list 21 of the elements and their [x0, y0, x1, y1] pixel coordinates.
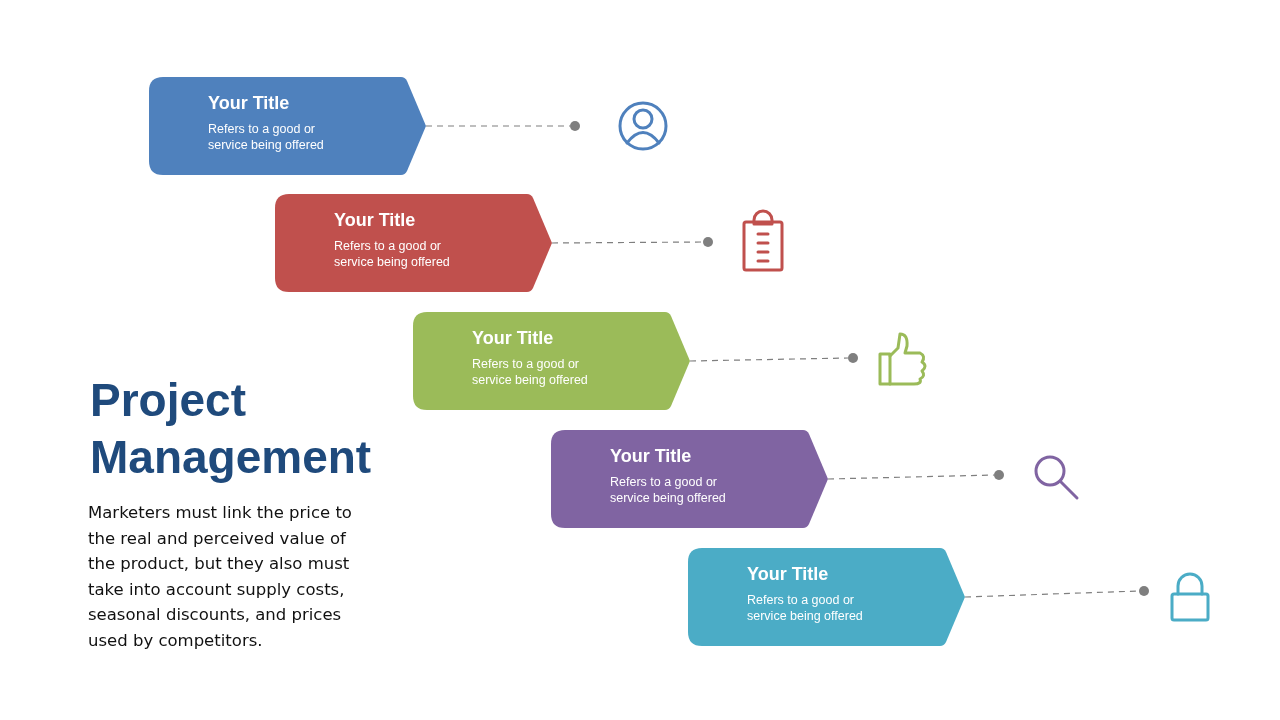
dot-marker — [994, 470, 1004, 480]
banner-description: Refers to a good or service being offered — [610, 474, 727, 506]
connector-line — [827, 474, 995, 480]
banner-title: Your Title — [610, 446, 692, 467]
dot-marker — [848, 353, 858, 363]
banner-description: Refers to a good or service being offered — [472, 356, 589, 388]
banner-description: Refers to a good or service being offered — [208, 121, 325, 153]
dot-marker — [703, 237, 713, 247]
dot-marker — [1139, 586, 1149, 596]
banner-description: Refers to a good or service being offered — [747, 592, 864, 624]
banner-title: Your Title — [334, 210, 416, 231]
slide-title: Project Management — [90, 373, 373, 485]
connector-line — [551, 241, 704, 244]
connector-line — [689, 357, 849, 362]
banner-title: Your Title — [747, 564, 829, 585]
banner-title: Your Title — [208, 93, 290, 114]
connector-line — [425, 125, 571, 127]
banner-title: Your Title — [472, 328, 554, 349]
body-paragraph: Marketers must link the price to the real and perceived value of the product, but they also must take into account supply costs, seasonal discounts, and prices used by competitors. — [88, 502, 353, 652]
banner-description: Refers to a good or service being offered — [334, 238, 451, 270]
dot-marker — [570, 121, 580, 131]
